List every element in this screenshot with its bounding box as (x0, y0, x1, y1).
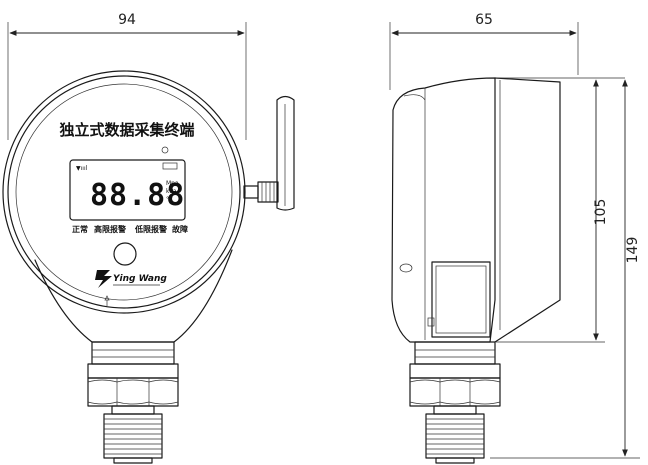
status-high-alarm: 高限报警 (94, 224, 126, 234)
lcd-display: ▼ıııl 88.88 Mpa kPa ℃ (69, 159, 186, 221)
side-housing (391, 77, 496, 343)
brand-name: Ying Wang (113, 274, 167, 284)
front-button[interactable] (113, 242, 137, 266)
status-normal: 正常 (72, 224, 88, 234)
dial-face (15, 83, 233, 301)
status-low-alarm: 低限报警 (134, 224, 167, 234)
indicator-led (161, 146, 169, 154)
side-width-dimension: 65 (389, 12, 579, 90)
side-view: 65 (389, 12, 641, 464)
side-pressure-fitting (409, 341, 501, 464)
total-height-label: 149 (625, 237, 641, 264)
svg-text:▼ıııl: ▼ıııl (76, 165, 88, 172)
case-bezel (7, 75, 241, 309)
case-body (34, 249, 233, 343)
front-width-label: 94 (118, 12, 136, 28)
body-height-label: 105 (593, 199, 609, 226)
connector-window (431, 261, 491, 338)
status-fault: 故障 (172, 224, 188, 234)
case-outer-ring (2, 70, 246, 314)
front-view: 94 独立式数据采集终端 ▼ıııl 88.88 Mpa kPa ℃ 正常 高限… (2, 12, 295, 464)
unit-celsius: ℃ (166, 196, 173, 203)
unit-kpa: kPa (166, 188, 177, 195)
front-width-dimension: 94 (7, 12, 247, 140)
display-reading: 88.88 (90, 178, 185, 213)
side-width-label: 65 (475, 12, 493, 28)
device-title: 独立式数据采集终端 (59, 121, 194, 139)
total-height-dimension: 149 (490, 79, 641, 459)
brand-logo (95, 270, 112, 288)
pressure-fitting (87, 341, 179, 464)
unit-mpa: Mpa (166, 180, 179, 187)
body-height-dimension: 105 (496, 77, 625, 343)
antenna (243, 95, 295, 211)
